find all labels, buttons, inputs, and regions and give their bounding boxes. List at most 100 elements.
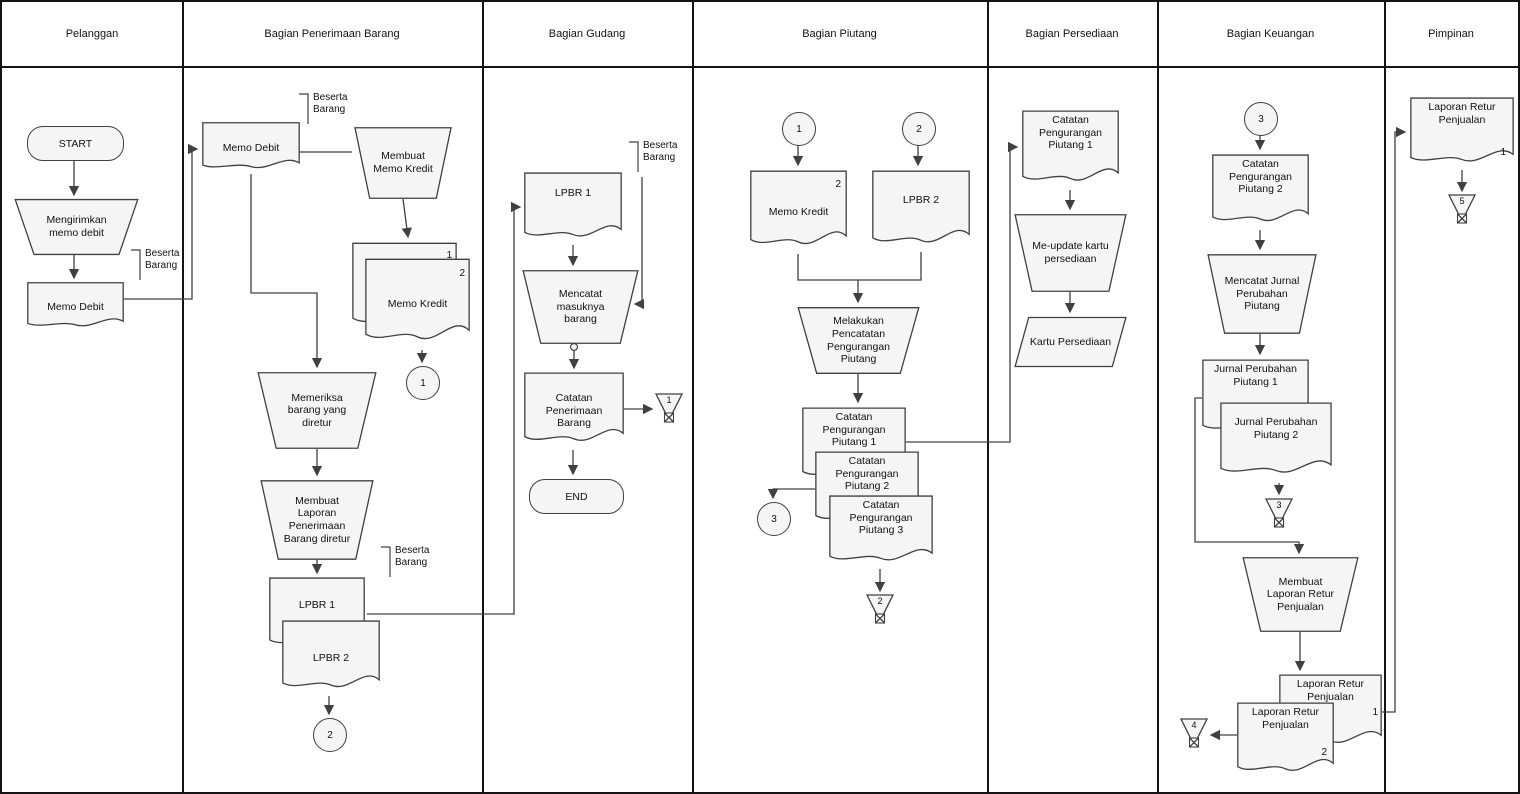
document-label: Catatan Pengurangan Piutang 1: [822, 411, 886, 449]
connector-circle-3-keuangan: 3: [1244, 102, 1278, 136]
document-jurnal-perubahan-2: Jurnal Perubahan Piutang 2: [1220, 402, 1332, 482]
document-shape: [27, 282, 124, 332]
annotation-beserta-barang-atas: Beserta Barang: [298, 92, 361, 126]
lane-header-keuangan: Bagian Keuangan: [1226, 28, 1315, 40]
document-label: Memo Kredit: [387, 297, 448, 310]
document-shape: [202, 122, 300, 174]
connector-circle-1: 1: [406, 366, 440, 400]
process-pencatatan-pengurangan-piutang: Melakukan Pencatatan Pengurangan Piutang: [797, 307, 920, 374]
file-number: 2: [877, 596, 883, 606]
manual-operation-shape: [797, 307, 920, 374]
lane-separator: [182, 2, 184, 792]
document-memo-kredit-piutang: Memo Kredit 2: [750, 170, 847, 254]
document-shape: [282, 620, 380, 696]
process-label: Mengirimkan memo debit: [46, 214, 107, 239]
connector-circle-2: 2: [313, 718, 347, 752]
manual-operation-shape: [1014, 214, 1127, 292]
document-shape: [750, 170, 847, 254]
file-symbol-4: 4: [1180, 718, 1208, 752]
document-label: Laporan Retur Penjualan: [1251, 706, 1320, 731]
file-triangle-icon: [1265, 498, 1293, 528]
document-memo-debit-penerimaan: Memo Debit: [202, 122, 300, 174]
document-shape: [524, 172, 622, 245]
process-mengirimkan-memo-debit: Mengirimkan memo debit: [14, 199, 139, 255]
document-label: LPBR 2: [312, 651, 350, 664]
process-label: Membuat Laporan Retur Penjualan: [1266, 575, 1335, 613]
document-catatan-pengurangan-2-keuangan: Catatan Pengurangan Piutang 2: [1212, 154, 1309, 230]
connector-label: 1: [420, 377, 426, 389]
document-shape: [829, 495, 933, 569]
lane-header-pelanggan: Pelanggan: [65, 28, 119, 40]
connector-label: 2: [916, 123, 922, 135]
copy-number: 2: [1321, 747, 1327, 758]
process-label: Melakukan Pencatatan Pengurangan Piutang: [826, 315, 891, 366]
file-number: 5: [1459, 196, 1465, 206]
process-membuat-memo-kredit: Membuat Memo Kredit: [354, 127, 452, 199]
process-membuat-lpbr: Membuat Laporan Penerimaan Barang diretu…: [260, 480, 374, 560]
document-label: Memo Debit: [47, 300, 104, 313]
connector-label: 2: [327, 729, 333, 741]
bracket-icon: [131, 249, 141, 280]
manual-operation-shape: [14, 199, 139, 255]
lane-separator: [692, 2, 694, 792]
document-label: LPBR 1: [554, 187, 592, 199]
lane-separator: [482, 2, 484, 792]
manual-operation-shape: [257, 372, 377, 449]
document-shape: [1212, 154, 1309, 230]
document-shape: [1410, 97, 1514, 170]
document-catatan-penerimaan-barang: Catatan Penerimaan Barang: [524, 372, 624, 450]
end-label: END: [565, 490, 588, 503]
document-label: Catatan Penerimaan Barang: [545, 392, 603, 430]
copy-number: 1: [1372, 707, 1378, 718]
document-lpbr1-gudang: LPBR 1: [524, 172, 622, 245]
document-memo-debit-pelanggan: Memo Debit: [27, 282, 124, 332]
copy-number: 1: [1500, 147, 1506, 158]
copy-number: 2: [459, 268, 465, 279]
document-laporan-retur-copy2: Laporan Retur Penjualan 2: [1237, 702, 1334, 780]
process-memeriksa-barang: Memeriksa barang yang diretur: [257, 372, 377, 449]
copy-number: 1: [446, 250, 452, 261]
start-label: START: [58, 137, 93, 150]
file-triangle-icon: [1448, 194, 1476, 224]
manual-operation-shape: [354, 127, 452, 199]
document-catatan-pengurangan-1-persediaan: Catatan Pengurangan Piutang 1: [1022, 110, 1119, 190]
connector-label: 3: [1258, 113, 1264, 125]
connector-label: 1: [796, 123, 802, 135]
file-number: 4: [1191, 720, 1197, 730]
kartu-persediaan-parallelogram: Kartu Persediaan: [1014, 317, 1127, 367]
lane-header-persediaan: Bagian Persediaan: [1025, 28, 1119, 40]
copy-number: 2: [835, 179, 841, 190]
lane-header-penerimaan: Bagian Penerimaan Barang: [264, 28, 400, 40]
annotation-beserta-barang-pelanggan: Beserta Barang: [130, 248, 193, 282]
process-label: Mencatat Jurnal Perubahan Piutang: [1224, 275, 1300, 313]
lane-separator: [987, 2, 989, 792]
process-mencatat-masuknya-barang: Mencatat masuknya barang: [522, 270, 639, 344]
document-label: Laporan Retur Penjualan: [1428, 101, 1496, 126]
manual-operation-shape: [1207, 254, 1317, 334]
file-triangle-icon: [866, 594, 894, 624]
file-triangle-icon: [1180, 718, 1208, 748]
file-symbol-5: 5: [1448, 194, 1476, 228]
annotation-label: Beserta Barang: [643, 140, 678, 163]
lane-header-gudang: Bagian Gudang: [548, 28, 626, 40]
document-shape: [1220, 402, 1332, 482]
file-triangle-icon: [655, 393, 683, 423]
document-memo-kredit-copy2: Memo Kredit 2: [365, 258, 470, 350]
connector-label: 3: [771, 513, 777, 525]
lane-separator: [1157, 2, 1159, 792]
manual-operation-shape: [260, 480, 374, 560]
process-label: Mencatat masuknya barang: [556, 288, 605, 326]
document-label: Jurnal Perubahan Piutang 2: [1234, 416, 1318, 441]
connector-circle-1-piutang: 1: [782, 112, 816, 146]
document-label: Catatan Pengurangan Piutang 2: [1228, 158, 1293, 196]
document-laporan-retur-pimpinan: Laporan Retur Penjualan 1: [1410, 97, 1514, 170]
file-symbol-3: 3: [1265, 498, 1293, 532]
document-lpbr-2: LPBR 2: [282, 620, 380, 696]
document-label: Laporan Retur Penjualan: [1296, 678, 1365, 703]
start-terminator: START: [27, 126, 124, 161]
process-label: Memeriksa barang yang diretur: [287, 391, 347, 429]
document-lpbr2-piutang: LPBR 2: [872, 170, 970, 252]
bracket-icon: [629, 141, 639, 172]
document-label: Catatan Pengurangan Piutang 3: [849, 499, 913, 537]
